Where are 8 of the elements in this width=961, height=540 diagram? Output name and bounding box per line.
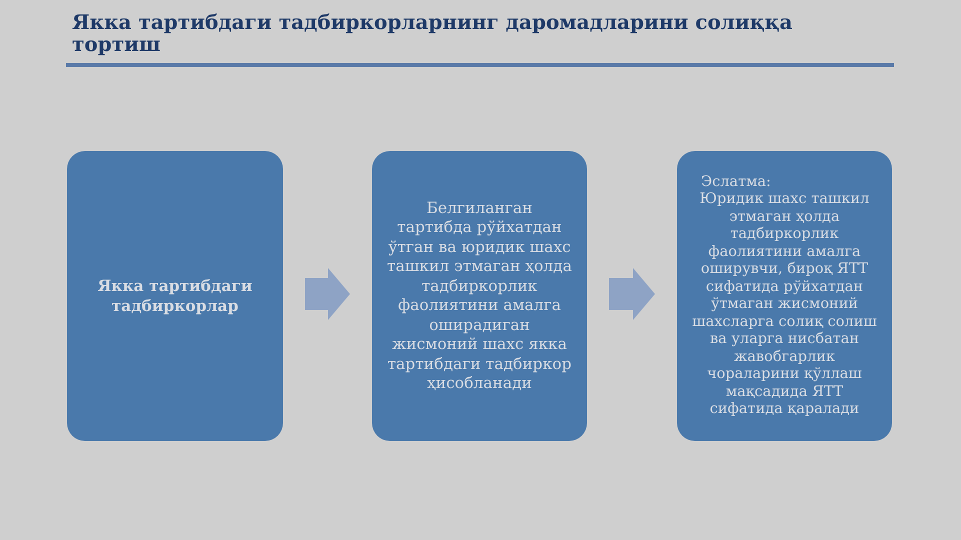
note-heading: Эслатма: [701, 174, 771, 191]
process-box [372, 151, 587, 441]
box-text: Белгиланган тартибда рўйхатдан ўтган ва юридик шахс ташкил этмаган ҳолда тадбиркорлик фаолиятини амалга оширадиган жисмоний шахс якка тартибдаги тадбиркор ҳисобланади [387, 198, 572, 394]
box-text: Юридик шахс ташкил этмаган ҳолда тадбиркорлик фаолиятини амалга оширувчи, бироқ ЯТТ сифатида рўйхатдан ўтмаган жисмоний шахсларга солиқ солиш ва уларга нисбатан жавобгарлик чораларини қўллаш мақсадида ЯТТ сифатида қаралади [691, 191, 878, 418]
box-text: Якка тартибдаги тадбиркорлар [96, 276, 254, 316]
slide-title: Якка тартибдаги тадбиркорларнинг даромадларини солиққа тортиш [72, 11, 794, 55]
process-box [67, 151, 283, 441]
process-box [677, 151, 892, 441]
